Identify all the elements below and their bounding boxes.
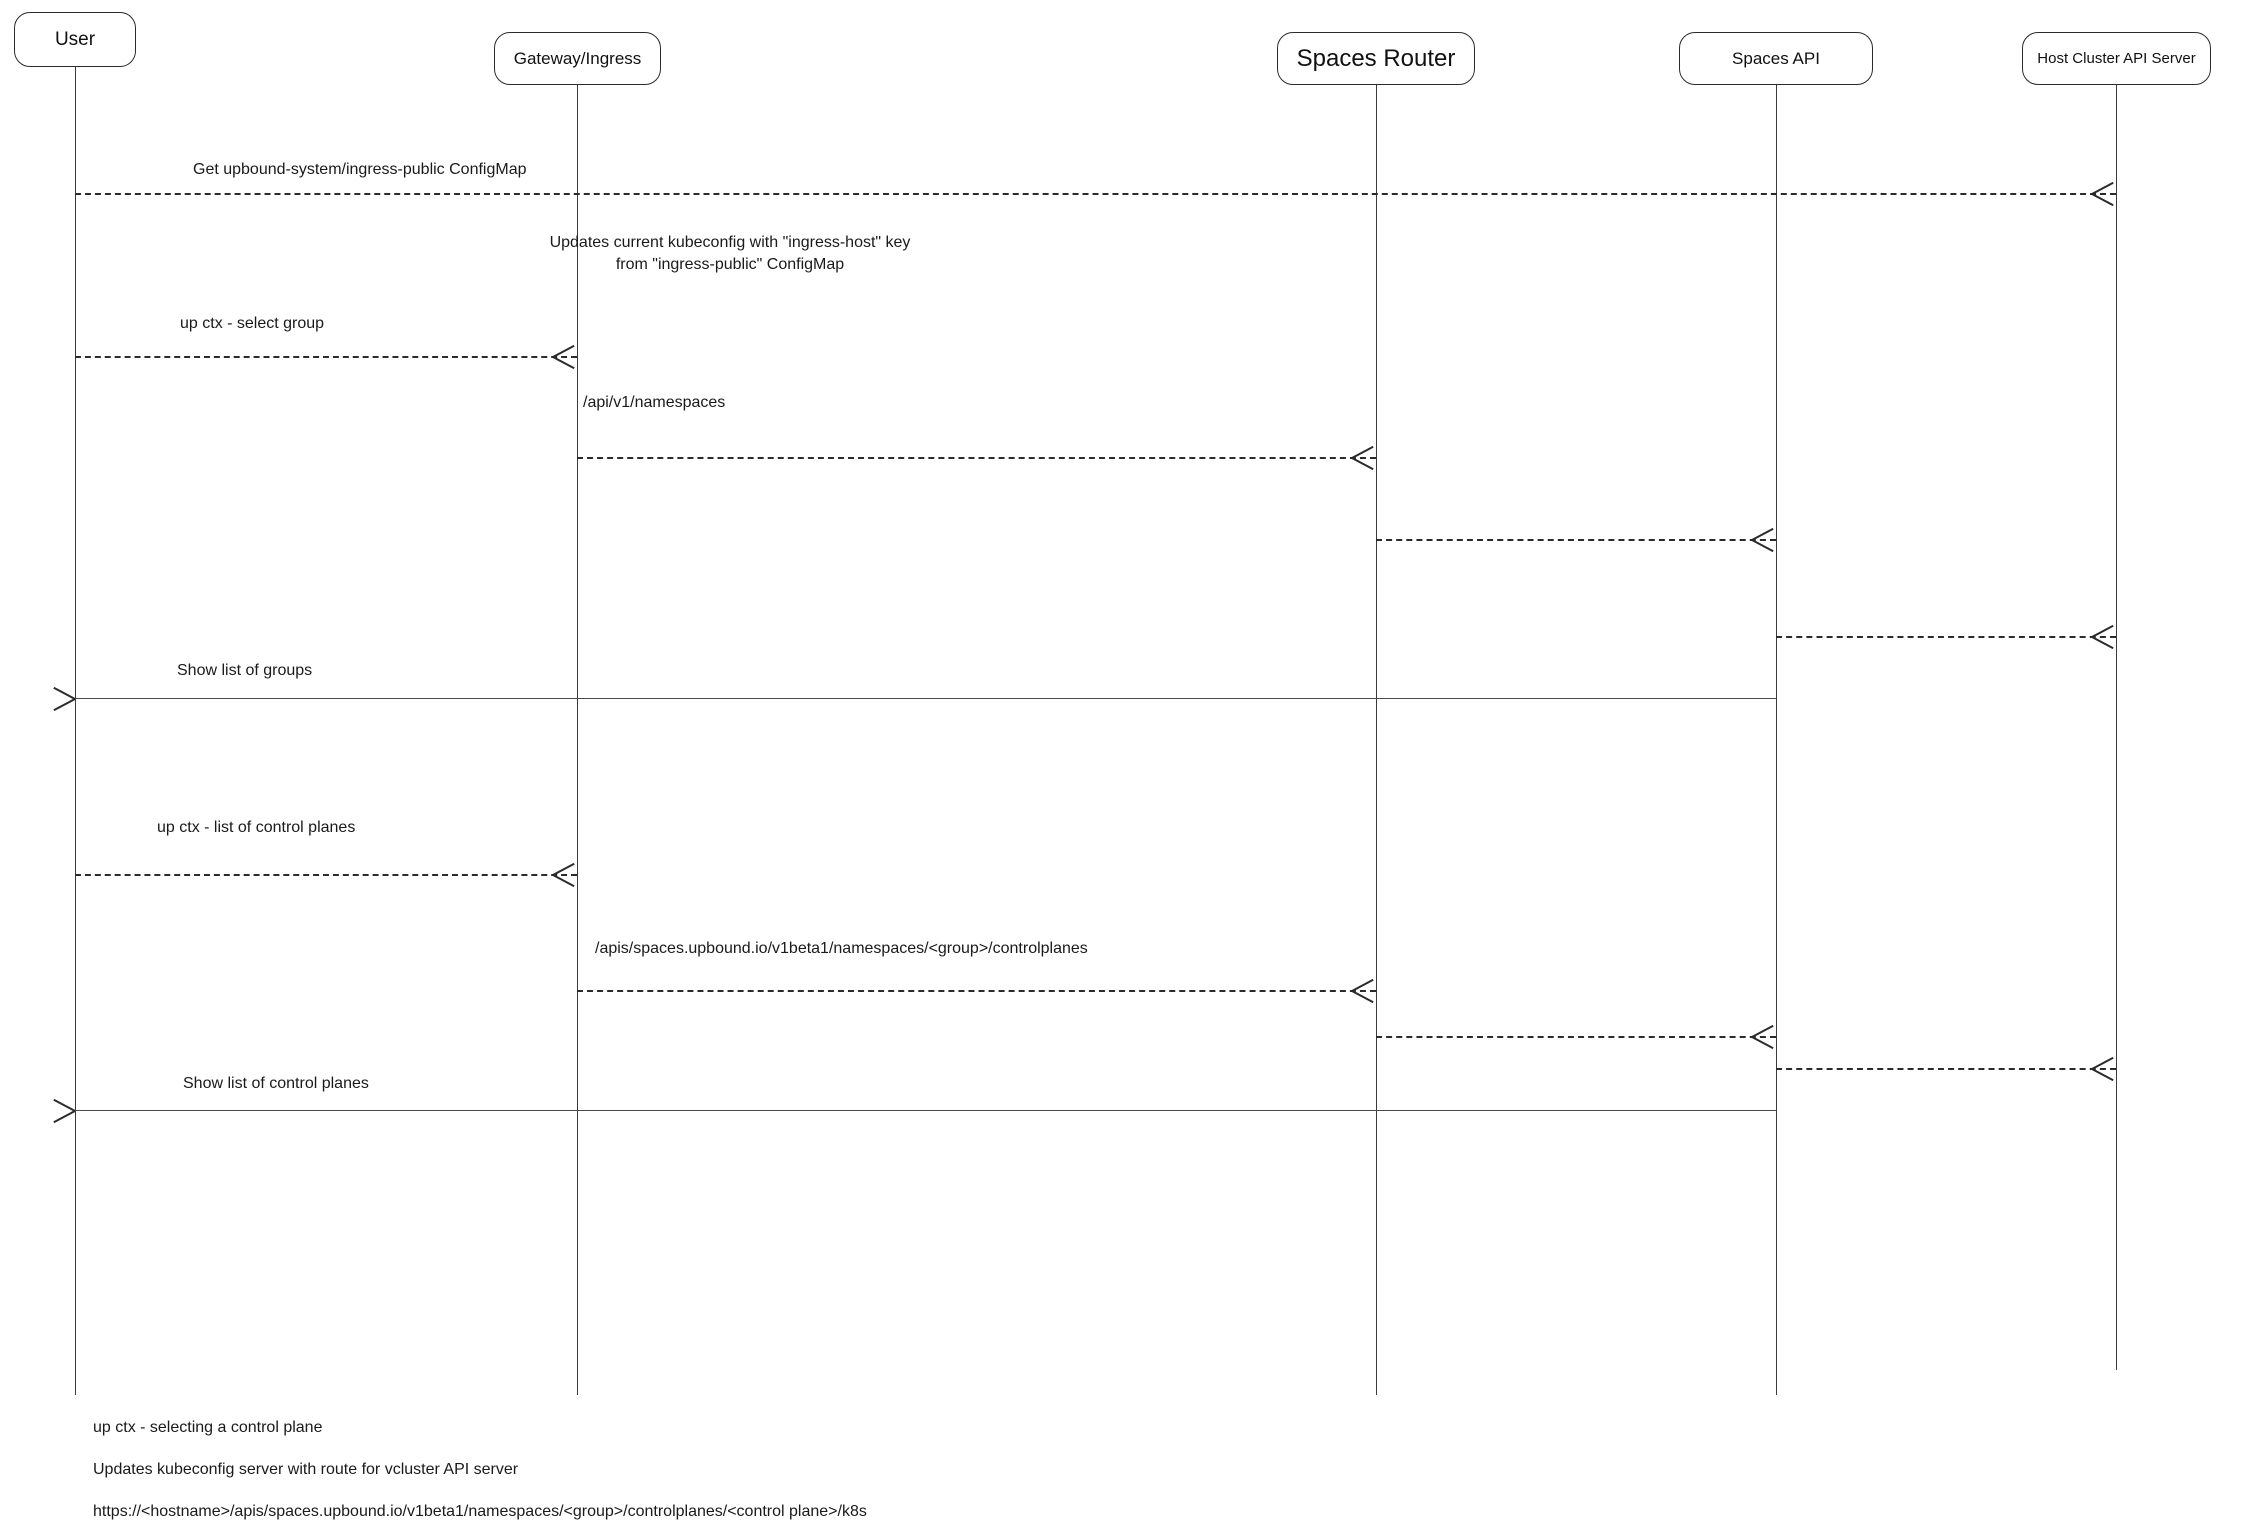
- message-line: [577, 457, 1376, 459]
- message-line: [75, 874, 577, 876]
- participant-label: Spaces Router: [1296, 44, 1456, 72]
- lifeline-spaces-api: [1776, 85, 1777, 1395]
- message-line: [1776, 1068, 2116, 1070]
- message-label-show-list-of-groups: Show list of groups: [177, 662, 313, 679]
- message-line: [1776, 636, 2116, 638]
- message-line: [1376, 539, 1776, 541]
- participant-spaces-router[interactable]: Spaces Router: [1277, 32, 1475, 85]
- participant-user[interactable]: User: [14, 12, 136, 67]
- participant-host-cluster-api-server[interactable]: Host Cluster API Server: [2022, 32, 2211, 85]
- message-label-get-configmap: Get upbound-system/ingress-public Config…: [193, 161, 527, 178]
- message-label-up-ctx-select-group: up ctx - select group: [180, 315, 325, 332]
- message-label-controlplanes-api: /apis/spaces.upbound.io/v1beta1/namespac…: [595, 940, 1088, 957]
- note-updates-kubeconfig: Updates kubeconfig server with route for…: [93, 1461, 519, 1478]
- participant-spaces-api[interactable]: Spaces API: [1679, 32, 1873, 85]
- message-line: [75, 1110, 1776, 1111]
- message-line: [75, 356, 577, 358]
- participant-label: Gateway/Ingress: [513, 48, 642, 68]
- participant-label: Host Cluster API Server: [2037, 49, 2196, 67]
- note-up-ctx-selecting: up ctx - selecting a control plane: [93, 1419, 323, 1436]
- message-line: [577, 990, 1376, 992]
- message-label-up-ctx-list-control-planes: up ctx - list of control planes: [157, 819, 356, 836]
- message-line: [75, 193, 2116, 195]
- lifeline-user: [75, 67, 76, 1395]
- participant-label: User: [54, 28, 96, 50]
- message-label-updates-kubeconfig-note: Updates current kubeconfig with "ingress…: [549, 234, 911, 273]
- lifeline-host-cluster-api-server: [2116, 85, 2117, 1370]
- participant-gateway[interactable]: Gateway/Ingress: [494, 32, 661, 85]
- participant-label: Spaces API: [1732, 48, 1820, 68]
- lifeline-gateway: [577, 85, 578, 1395]
- note-url: https://<hostname>/apis/spaces.upbound.i…: [93, 1503, 867, 1520]
- message-line: [75, 698, 1776, 699]
- message-label-show-list-of-control-planes: Show list of control planes: [183, 1075, 369, 1092]
- lifeline-spaces-router: [1376, 85, 1377, 1395]
- message-label-api-v1-namespaces: /api/v1/namespaces: [583, 394, 726, 411]
- message-line: [1376, 1036, 1776, 1038]
